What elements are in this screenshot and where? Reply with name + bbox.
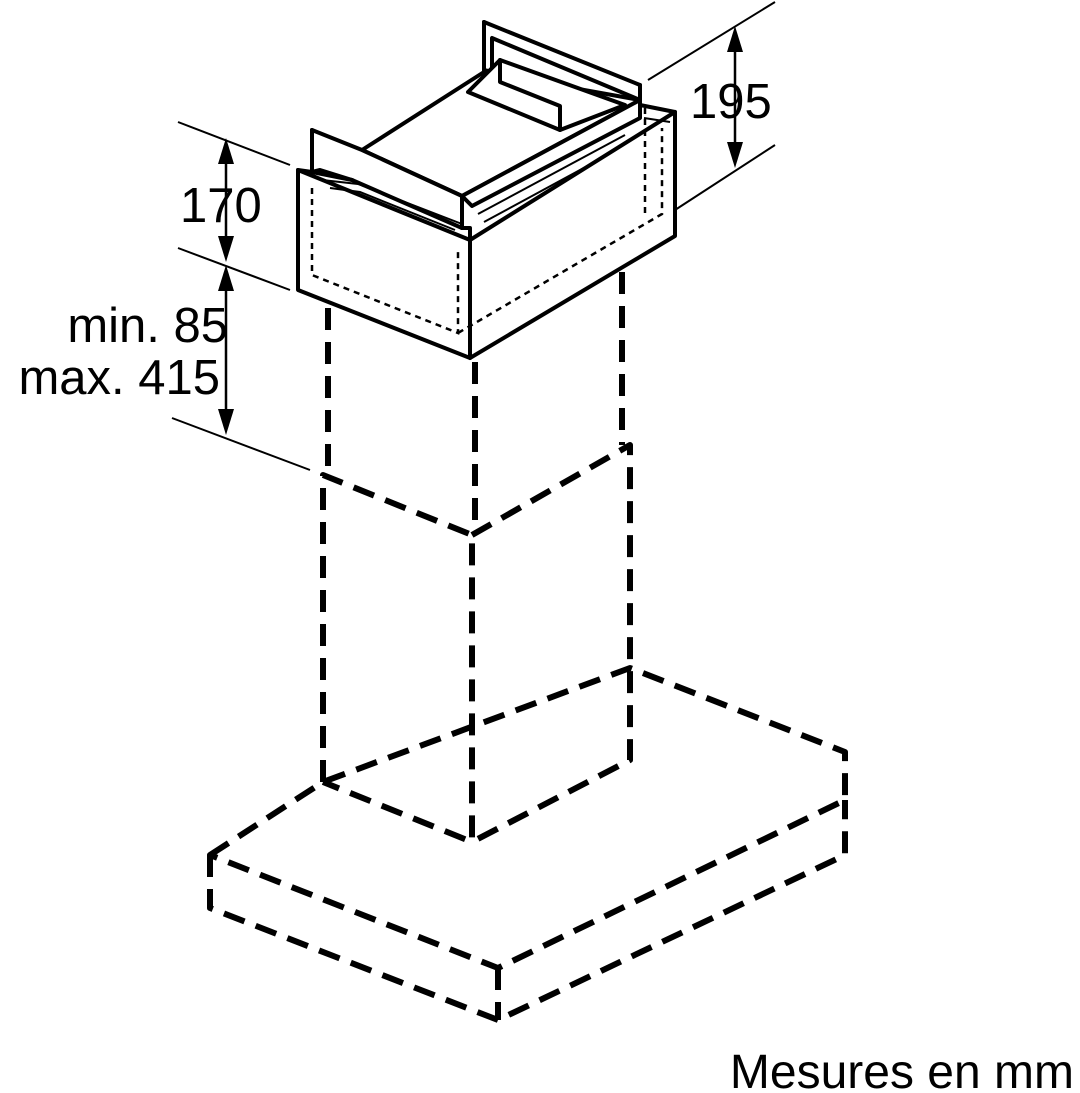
extension-module (296, 20, 677, 360)
module-height-label: 195 (690, 75, 772, 129)
gap-max-label: max. 415 (18, 351, 220, 405)
dimension-195 (647, 1, 776, 211)
arrow-down-icon (218, 236, 234, 262)
chimney-outline (320, 272, 633, 845)
units-caption: Mesures en mm (730, 1046, 1074, 1093)
arrow-down-icon (727, 142, 743, 168)
hood-outline (207, 665, 848, 1023)
gap-min-label: min. 85 (67, 299, 228, 353)
dimension-170 (177, 121, 291, 291)
arrow-up-icon (218, 265, 234, 291)
arrow-up-icon (218, 138, 234, 164)
dimension-gap (171, 265, 311, 471)
box-height-label: 170 (180, 179, 262, 233)
arrow-down-icon (218, 409, 234, 435)
arrow-up-icon (727, 26, 743, 52)
